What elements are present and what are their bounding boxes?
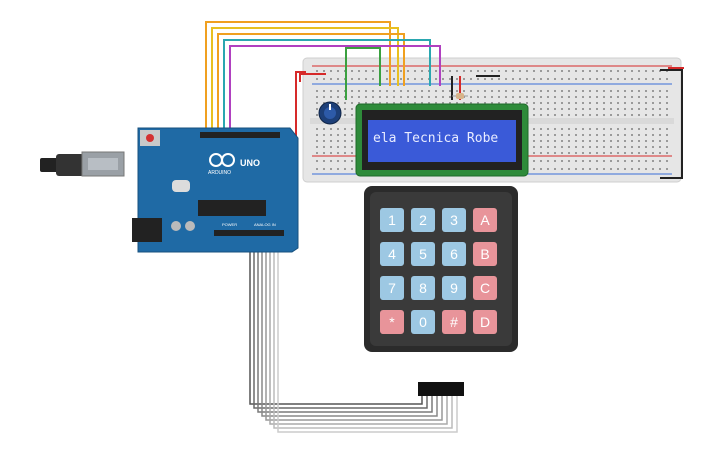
keypad-key-4[interactable]: 4 <box>380 242 404 266</box>
keypad-key-5[interactable]: 5 <box>411 242 435 266</box>
keypad-key-9[interactable]: 9 <box>442 276 466 300</box>
lcd-module[interactable]: ela Tecnica Robe <box>355 103 529 177</box>
power-label: POWER <box>222 222 237 227</box>
usb-connector <box>40 151 125 177</box>
uno-label: UNO <box>240 158 260 168</box>
keypad-key-8[interactable]: 8 <box>411 276 435 300</box>
keypad-key-2[interactable]: 2 <box>411 208 435 232</box>
keypad-key-label: C <box>480 280 490 296</box>
keypad[interactable]: 1 2 3 A 4 5 6 B 7 8 9 C * 0 # D <box>364 186 518 396</box>
arduino-logo <box>209 153 235 167</box>
keypad-key-#[interactable]: # <box>442 310 466 334</box>
keypad-key-7[interactable]: 7 <box>380 276 404 300</box>
keypad-key-label: 5 <box>419 246 427 262</box>
keypad-key-6[interactable]: 6 <box>442 242 466 266</box>
keypad-key-A[interactable]: A <box>473 208 497 232</box>
keypad-connector <box>418 382 464 396</box>
keypad-key-label: * <box>389 314 395 330</box>
potentiometer[interactable] <box>318 101 342 125</box>
keypad-key-1[interactable]: 1 <box>380 208 404 232</box>
analog-label: ANALOG IN <box>254 222 276 227</box>
keypad-key-label: 0 <box>419 314 427 330</box>
keypad-key-*[interactable]: * <box>380 310 404 334</box>
keypad-key-3[interactable]: 3 <box>442 208 466 232</box>
keypad-key-B[interactable]: B <box>473 242 497 266</box>
keypad-key-label: A <box>480 212 490 228</box>
keypad-key-label: 1 <box>388 212 396 228</box>
reset-button[interactable] <box>146 134 154 142</box>
keypad-key-0[interactable]: 0 <box>411 310 435 334</box>
keypad-key-label: B <box>480 246 489 262</box>
keypad-key-label: # <box>450 314 458 330</box>
arduino-board[interactable]: ARDUINO UNO POWER ANALOG IN <box>132 127 299 253</box>
keypad-key-D[interactable]: D <box>473 310 497 334</box>
keypad-key-label: 6 <box>450 246 458 262</box>
keypad-key-label: 7 <box>388 280 396 296</box>
keypad-key-label: 2 <box>419 212 427 228</box>
lcd-display-text: ela Tecnica Robe <box>373 131 498 146</box>
keypad-key-label: 3 <box>450 212 458 228</box>
keypad-key-label: D <box>480 314 490 330</box>
keypad-key-label: 8 <box>419 280 427 296</box>
resistor <box>452 93 468 99</box>
keypad-key-C[interactable]: C <box>473 276 497 300</box>
keypad-key-label: 4 <box>388 246 396 262</box>
keypad-key-label: 9 <box>450 280 458 296</box>
arduino-logo-text: ARDUINO <box>208 170 231 176</box>
keypad-keys: 1 2 3 A 4 5 6 B 7 8 9 C * 0 # D <box>380 208 497 334</box>
